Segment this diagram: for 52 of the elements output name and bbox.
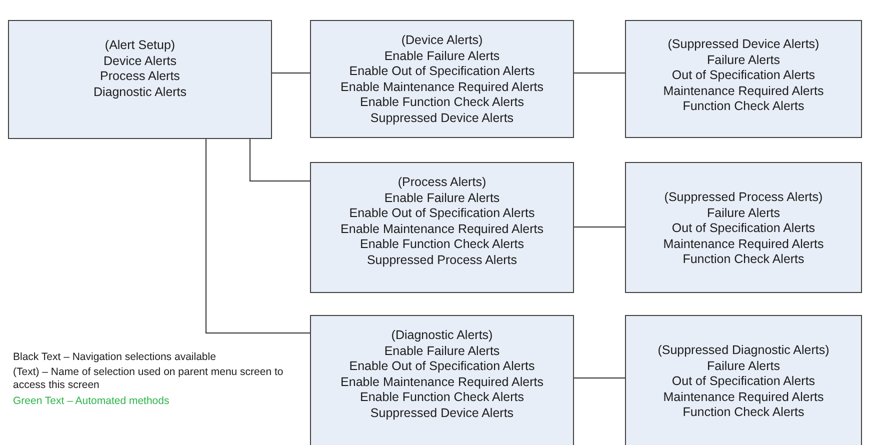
menu-item: Failure Alerts [707, 358, 780, 374]
menu-item: Enable Maintenance Required Alerts [340, 374, 544, 390]
menu-item: Enable Failure Alerts [384, 190, 500, 206]
menu-item: Enable Function Check Alerts [360, 390, 524, 406]
legend-note: Black Text – Navigation selections available [13, 351, 217, 364]
menu-item: Failure Alerts [707, 52, 780, 68]
menu-item: Out of Specification Alerts [672, 221, 816, 236]
menu-title: (Alert Setup) [104, 38, 176, 54]
connector-line [574, 226, 626, 228]
menu-item: Suppressed Device Alerts [370, 406, 514, 421]
menu-item: Device Alerts [104, 54, 176, 69]
menu-title: (Suppressed Process Alerts) [664, 190, 823, 206]
menu-item: Enable Maintenance Required Alerts [340, 222, 544, 237]
menu-item: Enable Failure Alerts [384, 48, 500, 64]
menu-title: (Diagnostic Alerts) [391, 328, 493, 344]
menu-box [625, 315, 862, 445]
menu-title: (Suppressed Device Alerts) [668, 37, 820, 52]
menu-item: Enable Out of Specification Alerts [349, 359, 535, 374]
connector-line [574, 72, 626, 74]
menu-item: Enable Function Check Alerts [360, 95, 524, 110]
menu-item: Function Check Alerts [682, 99, 804, 114]
connector-line [206, 138, 310, 334]
menu-item: Process Alerts [100, 69, 180, 84]
menu-item: Function Check Alerts [682, 252, 804, 268]
menu-item: Diagnostic Alerts [93, 84, 187, 100]
menu-item: Enable Failure Alerts [384, 344, 500, 359]
menu-item: Enable Out of Specification Alerts [349, 206, 535, 222]
menu-item: Out of Specification Alerts [672, 68, 816, 84]
menu-item: Enable Maintenance Required Alerts [340, 80, 544, 95]
menu-item: Maintenance Required Alerts [663, 236, 824, 252]
menu-item: Enable Out of Specification Alerts [349, 64, 535, 80]
menu-box [310, 315, 574, 445]
menu-box [8, 20, 272, 139]
legend-note: Green Text – Automated methods [13, 395, 170, 408]
menu-box [310, 162, 574, 293]
menu-box [625, 20, 862, 138]
menu-item: Failure Alerts [707, 206, 780, 221]
menu-title: (Process Alerts) [398, 175, 486, 190]
menu-box [310, 20, 574, 138]
menu-title: (Device Alerts) [401, 33, 483, 48]
menu-item: Enable Function Check Alerts [360, 237, 524, 252]
menu-item: Maintenance Required Alerts [663, 84, 824, 99]
menu-box [625, 162, 862, 293]
legend-note: (Text) – Name of selection used on parent menu screen to access this screen [13, 366, 284, 392]
menu-title: (Suppressed Diagnostic Alerts) [658, 343, 830, 358]
menu-item: Function Check Alerts [682, 405, 804, 420]
menu-item: Maintenance Required Alerts [663, 390, 824, 405]
connector-line [250, 138, 310, 182]
menu-item: Suppressed Device Alerts [370, 110, 514, 126]
menu-item: Suppressed Process Alerts [366, 252, 518, 268]
menu-item: Out of Specification Alerts [672, 374, 816, 390]
connector-line [272, 72, 310, 74]
